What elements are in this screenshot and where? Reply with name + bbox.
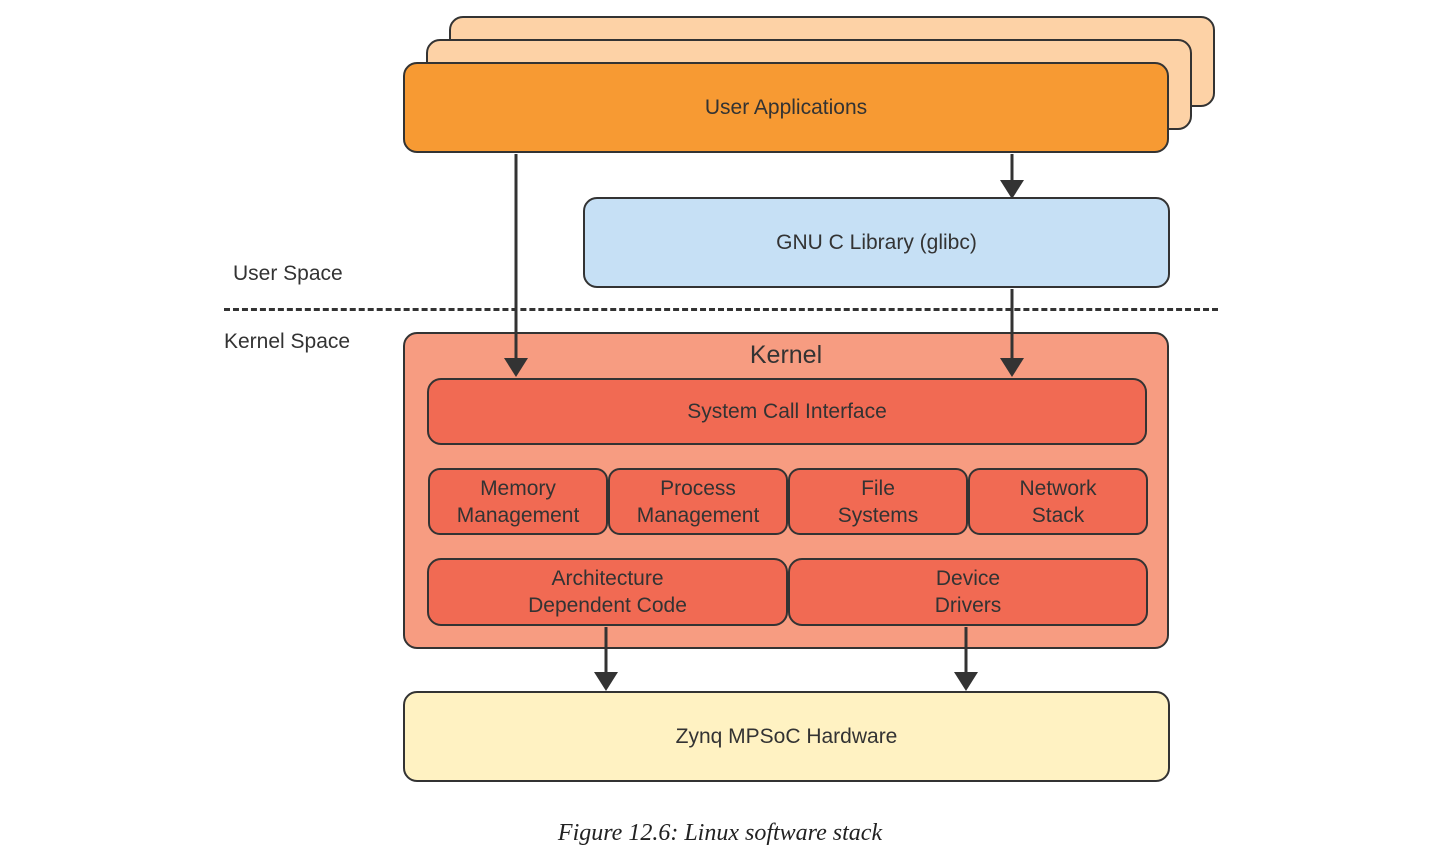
network-stack-box: Network Stack: [968, 468, 1148, 535]
memory-management-label-line1: Memory: [480, 476, 556, 500]
architecture-code-label-line1: Architecture: [551, 567, 664, 590]
network-stack-label-line2: Stack: [1031, 503, 1085, 527]
user-applications-label: User Applications: [704, 96, 868, 119]
device-drivers-label-line2: Drivers: [934, 594, 1002, 617]
arrowhead-hardware-left: [594, 672, 618, 691]
hardware-label: Zynq MPSoC Hardware: [675, 725, 898, 748]
user-space-label: User Space: [233, 262, 343, 285]
memory-management-label-line2: Management: [456, 503, 580, 527]
arrowhead-syscall-left: [504, 358, 528, 377]
kernel-title: Kernel: [749, 341, 823, 369]
memory-management-box: Memory Management: [428, 468, 608, 535]
network-stack-label-line1: Network: [1019, 476, 1097, 500]
file-systems-label-line2: Systems: [837, 503, 919, 527]
arrowhead-hardware-right: [954, 672, 978, 691]
user-kernel-boundary-line: [224, 308, 1218, 311]
figure-caption: Figure 12.6: Linux software stack: [557, 820, 883, 846]
device-drivers-label-line1: Device: [935, 567, 1001, 590]
user-applications-box: User Applications: [403, 62, 1169, 153]
device-drivers-box: Device Drivers: [788, 558, 1148, 626]
process-management-label-line2: Management: [636, 503, 760, 527]
arrowhead-syscall-right: [1000, 358, 1024, 377]
glibc-label: GNU C Library (glibc): [776, 231, 977, 254]
glibc-box: GNU C Library (glibc): [583, 197, 1170, 288]
architecture-dependent-code-box: Architecture Dependent Code: [427, 558, 788, 626]
kernel-space-label: Kernel Space: [224, 330, 351, 353]
process-management-box: Process Management: [608, 468, 788, 535]
file-systems-label-line1: File: [861, 476, 895, 500]
architecture-code-label-line2: Dependent Code: [528, 594, 687, 617]
process-management-label-line1: Process: [660, 476, 736, 500]
system-call-interface-box: System Call Interface: [427, 378, 1147, 445]
hardware-box: Zynq MPSoC Hardware: [403, 691, 1170, 782]
arrowhead-glibc: [1000, 180, 1024, 199]
system-call-interface-label: System Call Interface: [687, 400, 887, 423]
file-systems-box: File Systems: [788, 468, 968, 535]
